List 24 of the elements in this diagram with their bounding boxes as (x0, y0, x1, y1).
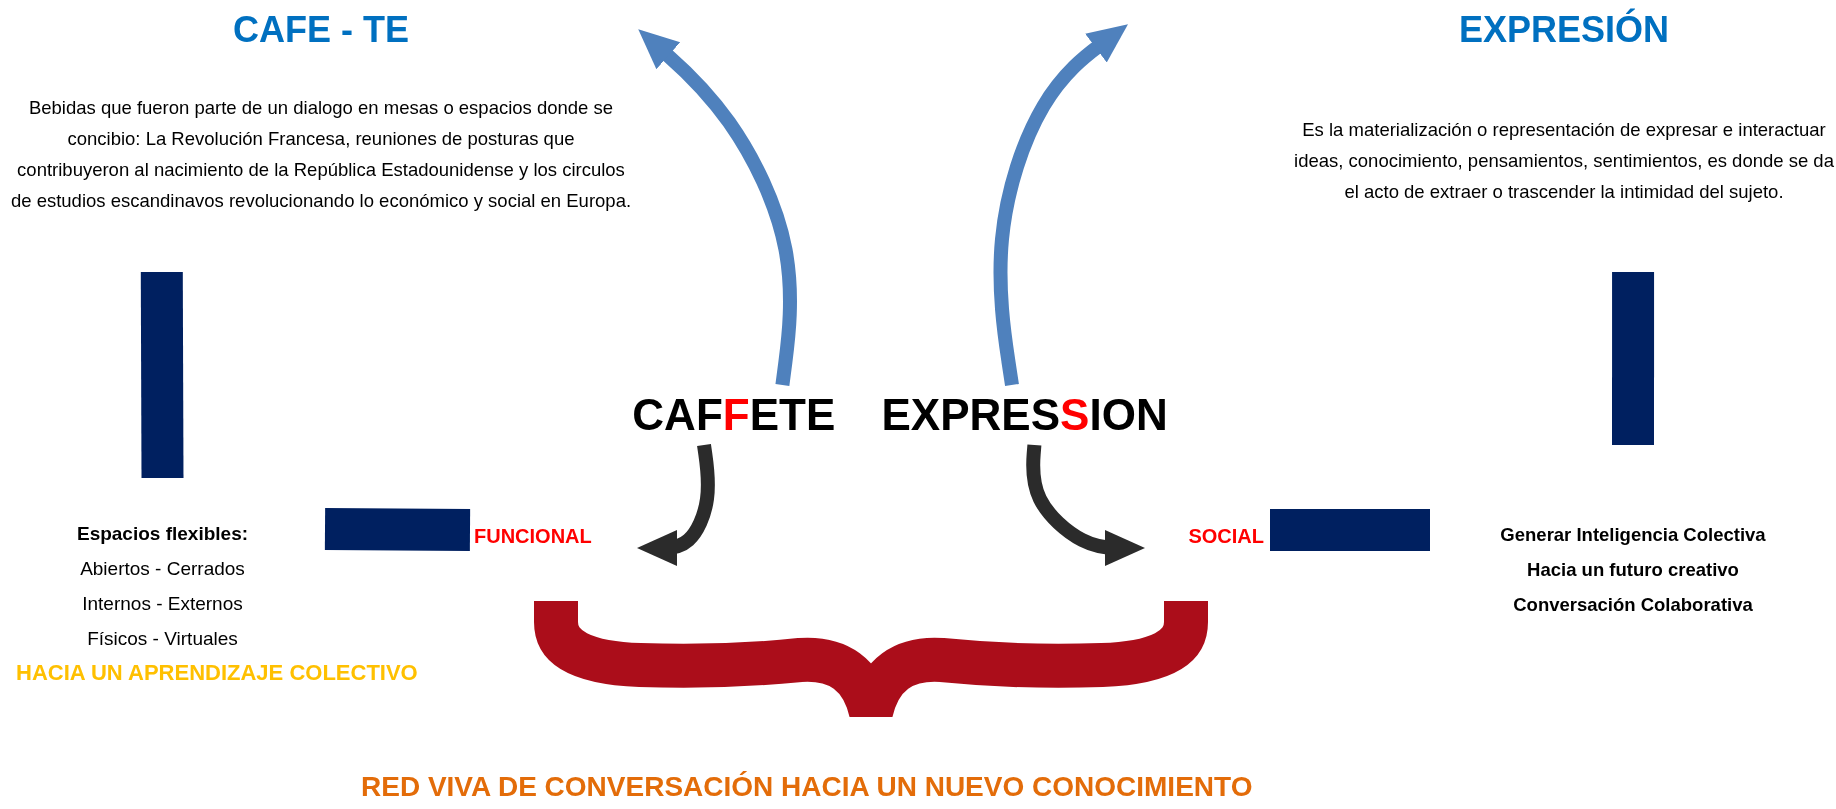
section-heading: EXPRESIÓN (1457, 8, 1671, 52)
connector-bar (324, 508, 471, 551)
note-text: HACIA UN APRENDIZAJE COLECTIVO (16, 660, 418, 686)
list-item: Generar Inteligencia Colectiva (1499, 523, 1767, 547)
category-label: FUNCIONAL (474, 524, 593, 549)
connector-bar (1612, 272, 1655, 445)
description-text: Es la materialización o representación de expresar e interactuar ideas, conocimiento, pensamientos, sentimientos, es donde se da el acto de extraer o trascender la intimidad del sujeto. (1294, 118, 1834, 204)
list-item: Abiertos - Cerrados (79, 557, 246, 581)
main-title: CAFFETE EXPRESSION (631, 389, 1169, 441)
connector-bar (140, 271, 184, 479)
curved-arrow (993, 24, 1128, 387)
list-item: Hacia un futuro creativo (1526, 558, 1740, 582)
list-item: Físicos - Virtuales (86, 627, 239, 651)
curved-arrow (637, 444, 715, 566)
category-label: SOCIAL (1187, 524, 1264, 549)
list-heading: Espacios flexibles: (75, 522, 250, 546)
connector-bar (1270, 509, 1430, 552)
curved-arrow (1026, 444, 1145, 566)
section-heading: CAFE - TE (232, 8, 410, 52)
description-text: Bebidas que fueron parte de un dialogo en mesas o espacios donde se concibio: La Revolución Francesa, reuniones de posturas que contribuyeron al nacimiento de la República Estadounidense y los circulos de estudios escandinavos revolucionando lo económico y social en Europa. (10, 96, 632, 213)
curved-arrow (638, 29, 797, 386)
list-item: Internos - Externos (81, 592, 244, 616)
list-item: Conversación Colaborativa (1512, 593, 1754, 617)
conclusion-text: RED VIVA DE CONVERSACIÓN HACIA UN NUEVO CONOCIMIENTO (361, 771, 1253, 803)
